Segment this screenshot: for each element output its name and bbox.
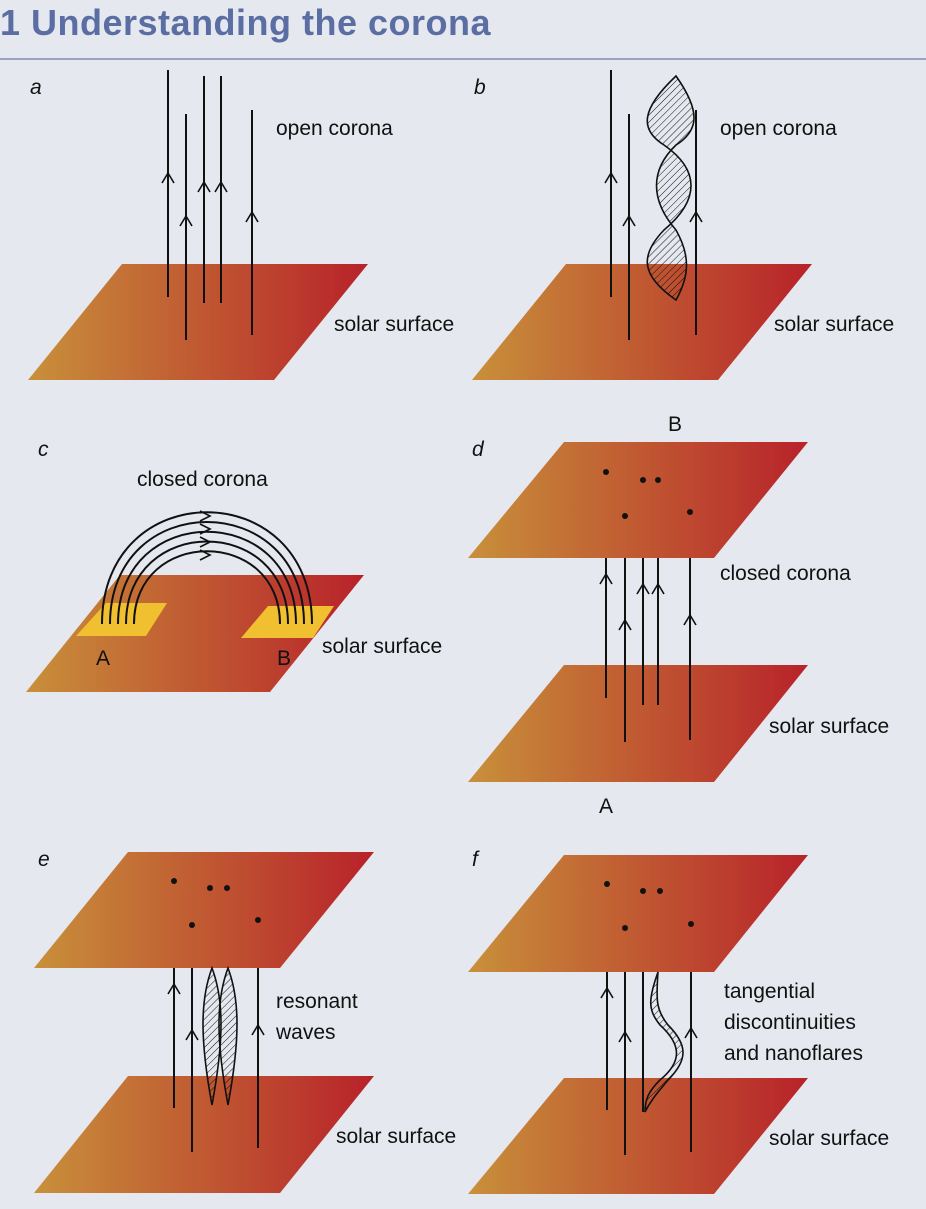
panel-e-letter: e <box>38 848 50 871</box>
panel-a-arrow <box>161 171 259 227</box>
panel-e-solar-surface <box>34 1076 374 1193</box>
panel-e-resonant-label: resonant <box>276 990 358 1013</box>
panel-f-dot <box>604 881 610 887</box>
panel-c-loop-5 <box>133 550 281 625</box>
panel-e-wave-2 <box>218 965 238 1106</box>
panel-d-top-plate <box>468 442 808 558</box>
panel-c-loop-1 <box>101 511 313 625</box>
panel-e-dot <box>207 885 213 891</box>
panel-e-dot <box>224 885 230 891</box>
panel-e-top-plate <box>34 852 374 968</box>
panel-a-letter: a <box>30 76 42 99</box>
panel-e-arrow <box>167 982 265 1041</box>
panel-f-dot <box>657 888 663 894</box>
panel-f-arrow <box>600 986 698 1043</box>
panel-e-waves-label: waves <box>275 1021 336 1044</box>
header-bar: 1 Understanding the corona <box>0 0 926 60</box>
panel-d-dot <box>687 509 693 515</box>
panel-b-solar-surface <box>472 264 812 380</box>
panel-f-nanoflares-label: and nanoflares <box>724 1042 863 1065</box>
panel-d: d B closed corona solar surface A <box>468 413 889 818</box>
panel-e-wave-1 <box>202 965 222 1106</box>
panel-c-loop-2 <box>109 521 305 625</box>
panel-f-solar-surface <box>468 1078 808 1194</box>
panel-e: e resonant waves solar surface <box>34 848 456 1193</box>
panel-f-tangential-label: tangential <box>724 980 815 1003</box>
panel-b-letter: b <box>474 76 486 99</box>
panel-c-loop-4 <box>125 540 289 625</box>
panel-d-arrow <box>599 572 697 631</box>
panel-d-solar-surface <box>468 665 808 782</box>
panel-e-solar-surface-label: solar surface <box>336 1125 456 1148</box>
panel-d-top-plate-label: B <box>668 413 682 436</box>
panel-f-dot <box>688 921 694 927</box>
panel-f-dot <box>640 888 646 894</box>
panel-d-bottom-plate-label: A <box>599 795 613 818</box>
panel-c-letter: c <box>38 438 49 461</box>
panel-c-closed-corona-label: closed corona <box>137 468 268 491</box>
panel-b-open-corona-label: open corona <box>720 117 837 140</box>
panel-f-letter: f <box>472 848 480 871</box>
panel-f-top-plate <box>468 855 808 972</box>
panel-a-solar-surface <box>28 264 368 380</box>
panel-b: b open corona solar surface <box>472 70 894 380</box>
panel-f-discontinuity <box>644 971 684 1113</box>
panel-c-footpoint-b-label: B <box>277 647 291 670</box>
panel-e-dot <box>255 917 261 923</box>
panel-d-closed-corona-label: closed corona <box>720 562 851 585</box>
panel-a-open-corona-label: open corona <box>276 117 393 140</box>
panel-b-arrow <box>604 171 703 227</box>
panel-b-wave-packet <box>646 74 695 302</box>
panel-d-dot <box>640 477 646 483</box>
panel-d-solar-surface-label: solar surface <box>769 715 889 738</box>
panel-d-dot <box>655 477 661 483</box>
panel-e-dot <box>189 922 195 928</box>
panel-f-discontinuities-label: discontinuities <box>724 1011 856 1034</box>
panel-d-dot <box>603 469 609 475</box>
panel-c: c closed corona A B solar surface <box>26 438 442 692</box>
panel-e-dot <box>171 878 177 884</box>
panel-d-dot <box>622 513 628 519</box>
panel-c-loop-arrow <box>199 510 212 561</box>
panel-d-letter: d <box>472 438 485 461</box>
panel-f: f tangential discontinuities and nanofla… <box>468 848 889 1194</box>
panel-c-solar-surface-label: solar surface <box>322 635 442 658</box>
panel-c-footpoint-a-label: A <box>96 647 110 670</box>
panel-c-loop-3 <box>117 530 297 625</box>
panel-f-solar-surface-label: solar surface <box>769 1127 889 1150</box>
panel-f-dot <box>622 925 628 931</box>
panel-a-solar-surface-label: solar surface <box>334 313 454 336</box>
panel-a: a open corona solar surface <box>28 70 454 380</box>
figure-title: 1 Understanding the corona <box>0 2 492 43</box>
panel-b-solar-surface-label: solar surface <box>774 313 894 336</box>
panel-c-footpoint-a <box>76 603 167 636</box>
